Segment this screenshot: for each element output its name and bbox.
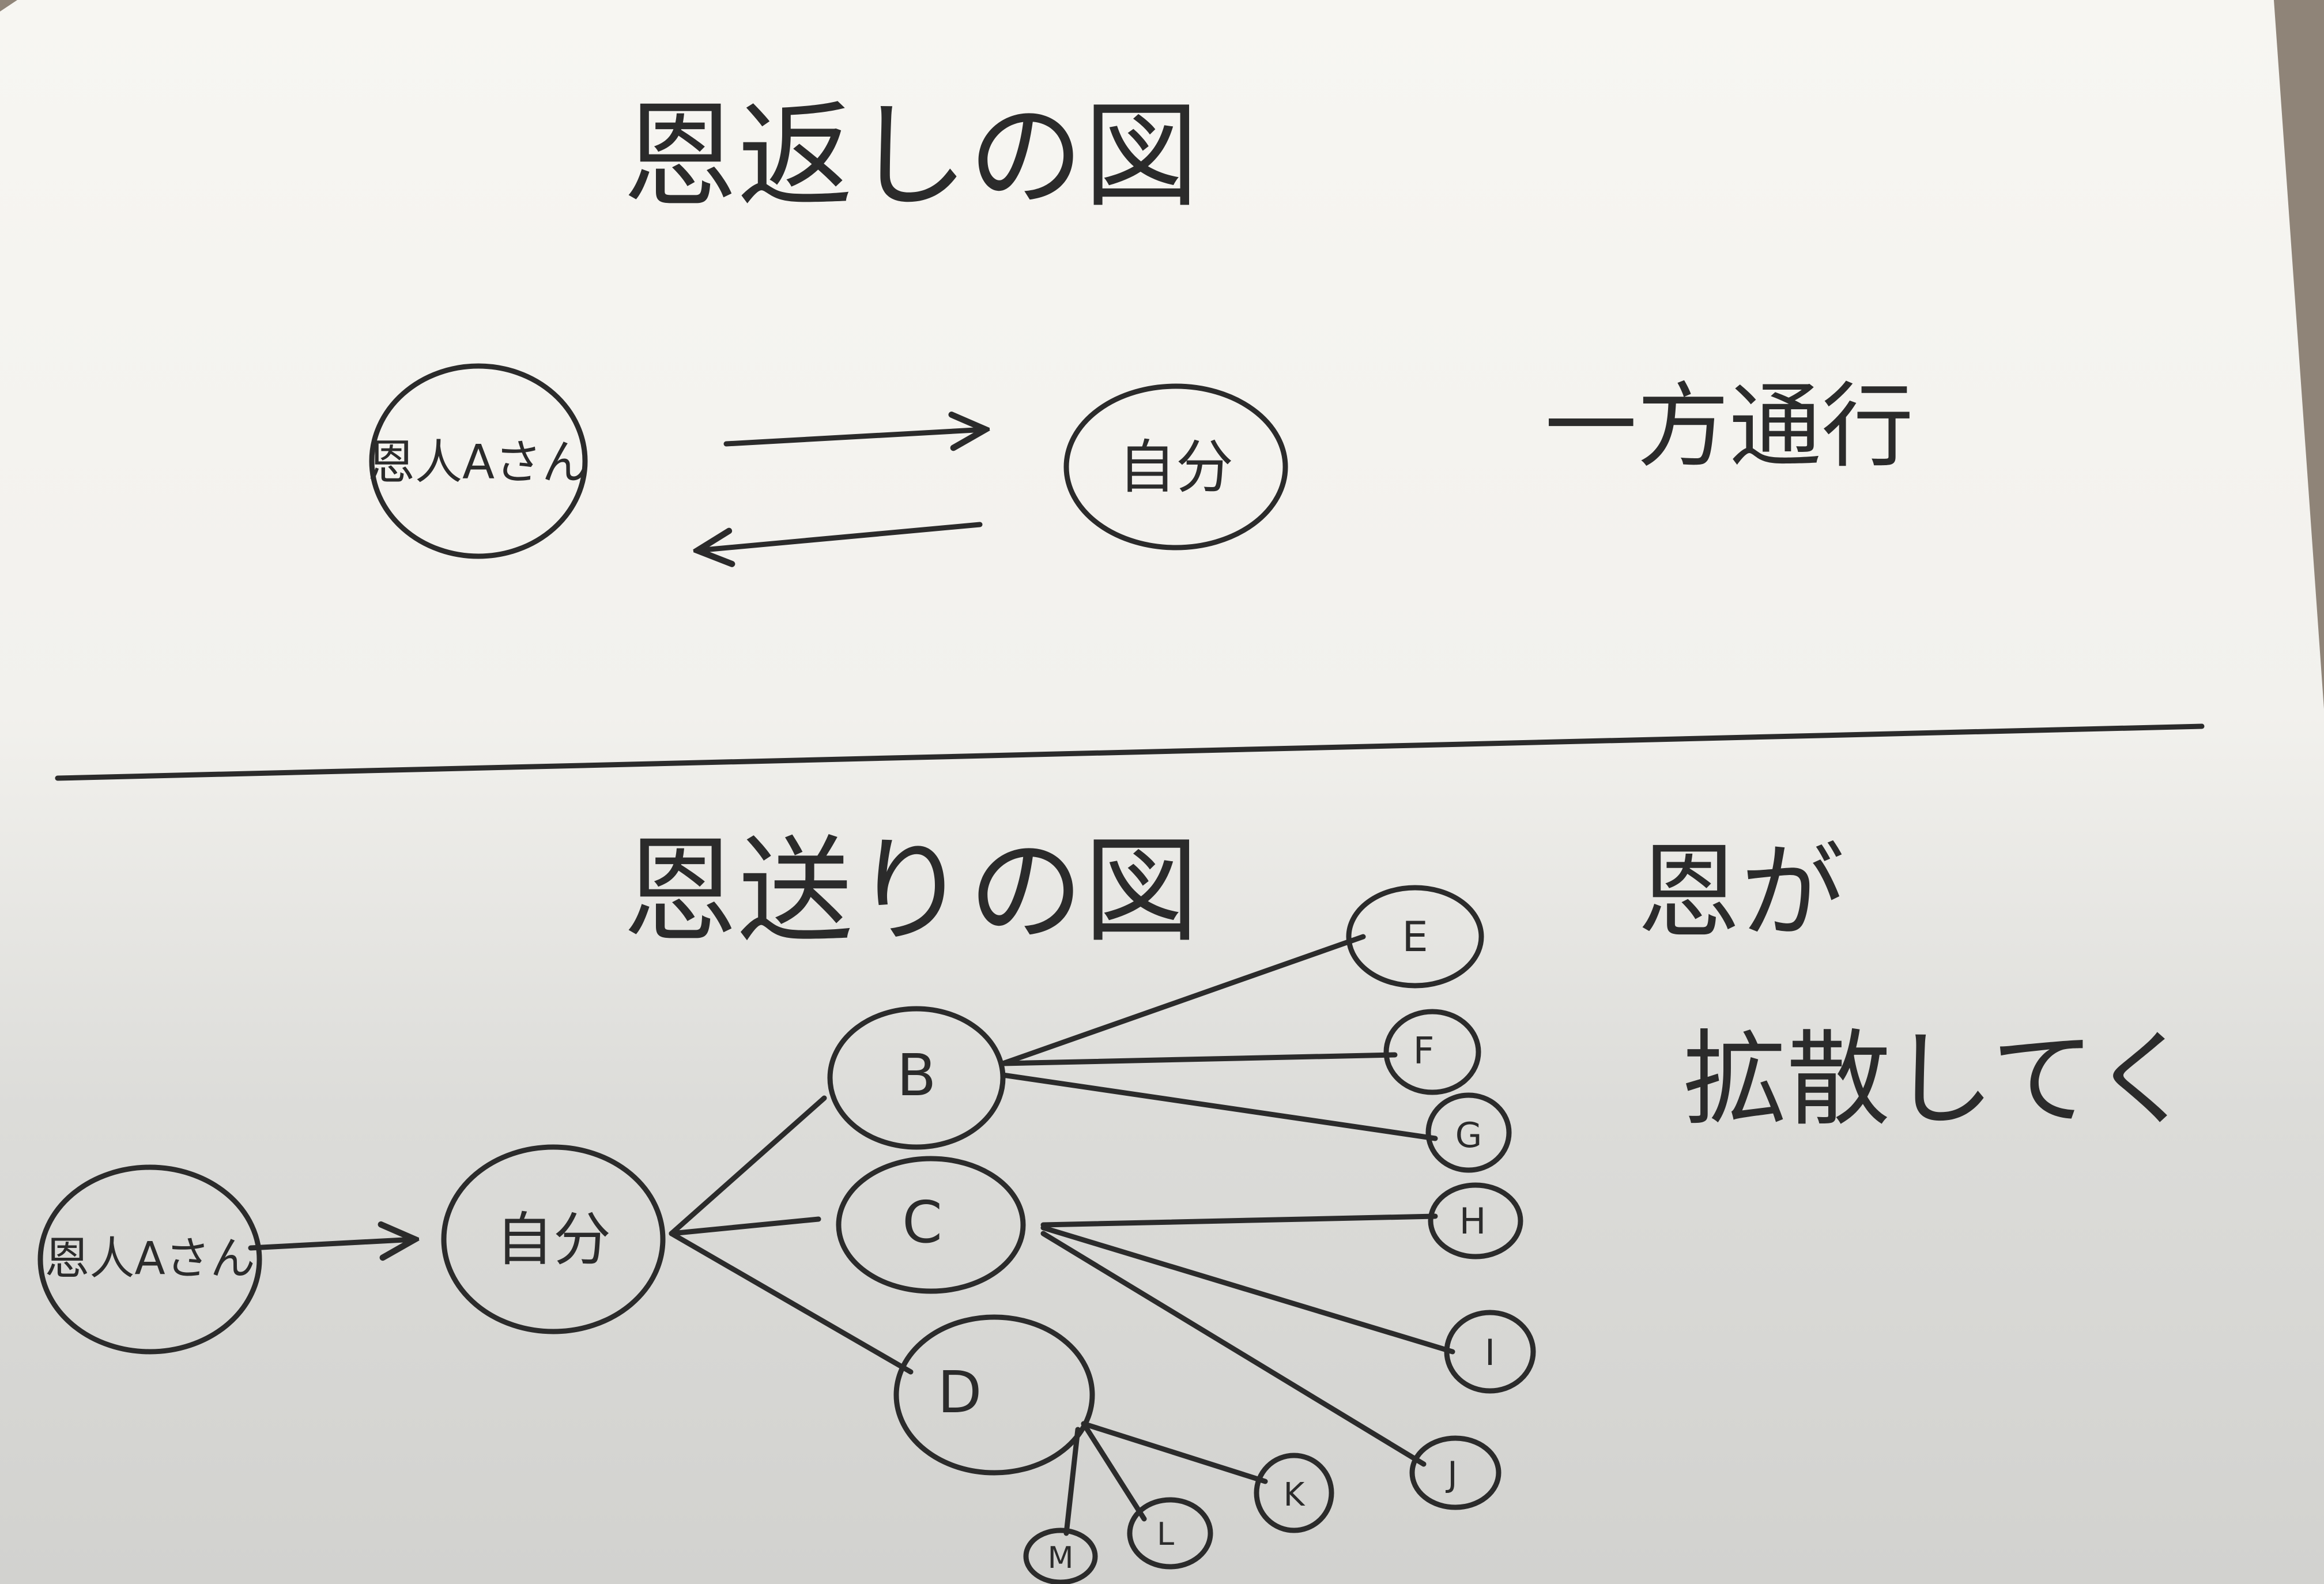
node-L-label: L — [1157, 1516, 1174, 1552]
node-G-label: G — [1455, 1115, 1482, 1156]
edge-B-G — [1000, 1072, 1438, 1141]
node-K-label: K — [1284, 1476, 1306, 1514]
node-D-label: D — [937, 1359, 982, 1426]
bottom-benefactor-label: 恩人Aさん — [44, 1233, 255, 1285]
top-self-node — [1063, 383, 1288, 550]
bottom-edges — [248, 934, 1455, 1536]
bottom-note-line1: 恩が — [1637, 832, 1844, 953]
node-K — [1254, 1453, 1334, 1533]
bottom-self-node — [441, 1144, 666, 1334]
node-E-label: E — [1402, 912, 1428, 961]
node-C-label: C — [902, 1189, 942, 1256]
edge-self-C — [669, 1216, 821, 1236]
node-I — [1444, 1310, 1536, 1394]
top-arrow-forward — [723, 429, 986, 444]
edge-D-L — [1081, 1421, 1147, 1522]
top-self-label: 自分 — [1118, 433, 1233, 501]
node-C — [836, 1156, 1026, 1294]
node-I-label: I — [1485, 1332, 1495, 1374]
bottom-self-label: 自分 — [496, 1206, 611, 1273]
bottom-benefactor-node — [37, 1164, 262, 1355]
edge-self-D — [669, 1231, 914, 1375]
node-G — [1425, 1092, 1512, 1173]
section-divider — [55, 723, 2205, 781]
node-H — [1428, 1182, 1523, 1259]
node-B — [827, 1006, 1006, 1150]
node-M — [1023, 1528, 1098, 1584]
top-benefactor-node — [369, 363, 588, 559]
top-note: 一方通行 — [1545, 372, 1914, 480]
edge-C-J — [1040, 1231, 1427, 1467]
edge-B-F — [1000, 1052, 1398, 1066]
node-L — [1127, 1497, 1213, 1570]
top-arrow-return — [697, 522, 983, 550]
node-D — [893, 1314, 1095, 1476]
node-M-label: M — [1048, 1541, 1074, 1575]
edge-self-B — [669, 1095, 827, 1236]
edge-B-E — [1000, 934, 1366, 1066]
node-B-label: B — [897, 1042, 937, 1109]
edge-C-H — [1040, 1213, 1438, 1228]
node-J — [1409, 1435, 1501, 1510]
edge-D-M — [1063, 1427, 1081, 1536]
bottom-title: 恩送りの図 — [622, 824, 1199, 959]
node-F-label: F — [1413, 1030, 1435, 1073]
bottom-note-line2: 拡散してく — [1683, 1020, 2195, 1140]
node-J-label: J — [1445, 1454, 1458, 1495]
edge-D-K — [1081, 1421, 1268, 1484]
node-E — [1346, 885, 1484, 989]
leaf-nodes: E F G H I J K L M — [1023, 885, 1536, 1584]
node-F — [1383, 1009, 1481, 1095]
edge-C-I — [1040, 1225, 1455, 1355]
edge-origin-self — [248, 1239, 415, 1248]
top-title: 恩返しの図 — [622, 89, 1199, 224]
top-benefactor-label: 恩人Aさん — [368, 435, 589, 490]
node-H-label: H — [1459, 1200, 1487, 1242]
